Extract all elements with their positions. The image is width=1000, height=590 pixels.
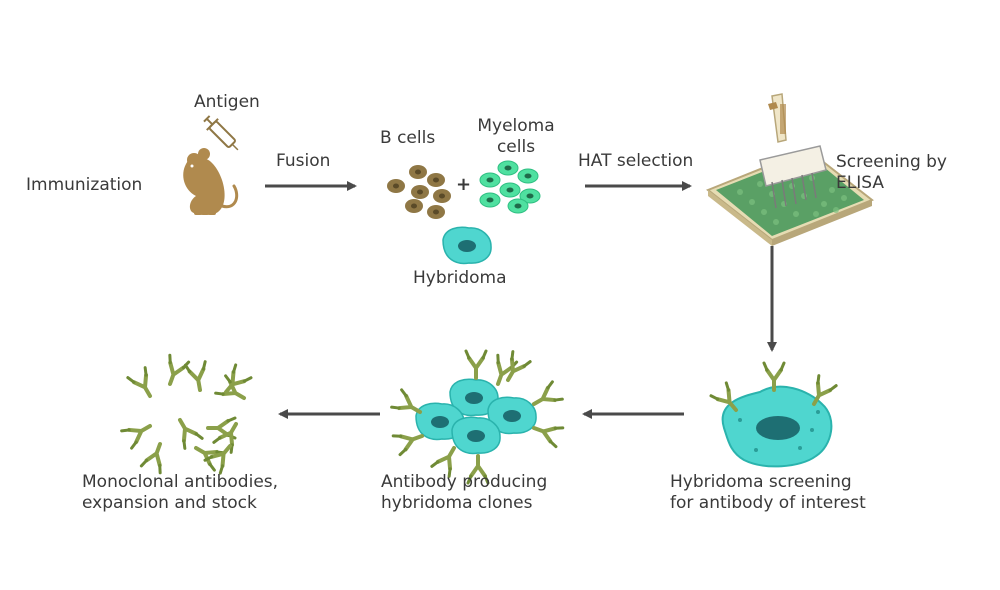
myeloma-label: Myeloma cells [466,116,566,158]
syringe-icon [203,115,239,151]
b-cells-cluster [387,165,451,219]
monoclonal-antibodies-icon [119,353,254,476]
myeloma-cells-cluster [479,160,541,214]
myeloma-label-line1: Myeloma [477,116,555,136]
antibody-producing-line1: Antibody producing [381,472,548,492]
hybridoma-cell-icon [442,226,492,265]
monoclonal-antibodies-label: Monoclonal antibodies, expansion and sto… [82,472,278,514]
hybridoma-screening-line1: Hybridoma screening [670,472,852,492]
b-cells-label: B cells [380,128,436,148]
plus-sign: + [456,174,472,195]
screening-elisa-line1: Screening by [836,152,947,172]
monoclonal-line1: Monoclonal antibodies, [82,472,279,492]
hybridoma-screening-label: Hybridoma screening for antibody of inte… [670,472,866,514]
immunization-label: Immunization [26,175,143,195]
antibody-producing-line2: hybridoma clones [381,493,533,513]
pipette-icon [759,93,827,209]
monoclonal-line2: expansion and stock [82,493,257,513]
antigen-label: Antigen [194,92,260,112]
screening-elisa-line2: ELISA [836,173,884,193]
mouse-icon [183,148,239,215]
screening-elisa-label: Screening by ELISA [836,152,947,194]
elisa-plate-icon [706,148,874,246]
myeloma-label-line2: cells [496,137,536,157]
antibody-producing-label: Antibody producing hybridoma clones [381,472,547,514]
hat-selection-label: HAT selection [578,151,694,171]
hybridoma-clones-icon [389,349,565,485]
fusion-label: Fusion [276,151,331,171]
screening-cell-icon [708,361,839,468]
hybridoma-label: Hybridoma [413,268,507,288]
hybridoma-screening-line2: for antibody of interest [670,493,866,513]
